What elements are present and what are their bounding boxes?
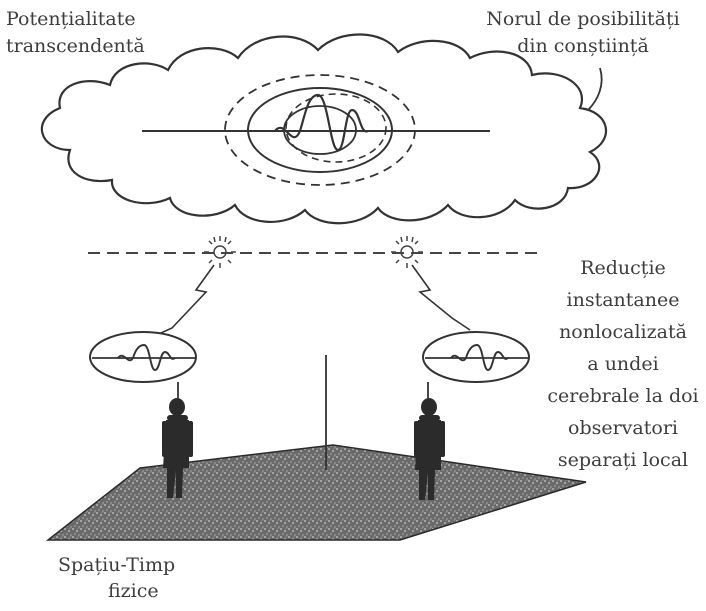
spacetime-label: Spațiu-Timp fizice bbox=[58, 552, 238, 604]
reduction-label-line-4: a undei bbox=[587, 353, 659, 375]
right-brain-wave-bubble bbox=[422, 331, 530, 383]
right-zigzag-link bbox=[411, 264, 471, 331]
reduction-label-line-7: separați local bbox=[557, 449, 689, 471]
right-observer-figure bbox=[414, 398, 445, 500]
left-brain-wave-bubble bbox=[89, 331, 197, 383]
cloud-wave bbox=[274, 93, 369, 152]
potentiality-label-line-1: Potențialitate bbox=[6, 8, 136, 30]
spacetime-label-line-1: Spațiu-Timp bbox=[58, 554, 176, 576]
left-zigzag-link bbox=[149, 264, 215, 339]
right-bubble-wave bbox=[450, 344, 509, 371]
consciousness-cloud bbox=[40, 33, 608, 225]
reduction-label: Reducție instantanee nonlocalizată a und… bbox=[538, 252, 706, 476]
reduction-label-line-1: Reducție bbox=[580, 257, 666, 279]
left-observer-figure bbox=[162, 398, 193, 498]
cloud-label-pointer bbox=[587, 67, 603, 111]
reduction-label-line-6: observatori bbox=[568, 417, 678, 439]
reduction-label-line-3: nonlocalizată bbox=[559, 321, 687, 343]
cloud-label: Norul de posibilități din conștiință bbox=[468, 6, 698, 60]
potentiality-label: Potențialitate transcendentă bbox=[6, 6, 145, 60]
left-bubble-wave bbox=[117, 344, 176, 371]
cloud-label-line-2: din conștiință bbox=[517, 35, 649, 57]
left-collapse-spark bbox=[204, 236, 236, 268]
spacetime-plane bbox=[45, 444, 587, 541]
cloud-label-line-1: Norul de posibilități bbox=[486, 8, 680, 30]
right-collapse-spark bbox=[391, 236, 423, 268]
potentiality-label-line-2: transcendentă bbox=[6, 35, 145, 57]
reduction-label-line-5: cerebrale la doi bbox=[547, 385, 699, 407]
spacetime-label-line-2: fizice bbox=[108, 580, 159, 602]
reduction-label-line-2: instantanee bbox=[566, 289, 680, 311]
